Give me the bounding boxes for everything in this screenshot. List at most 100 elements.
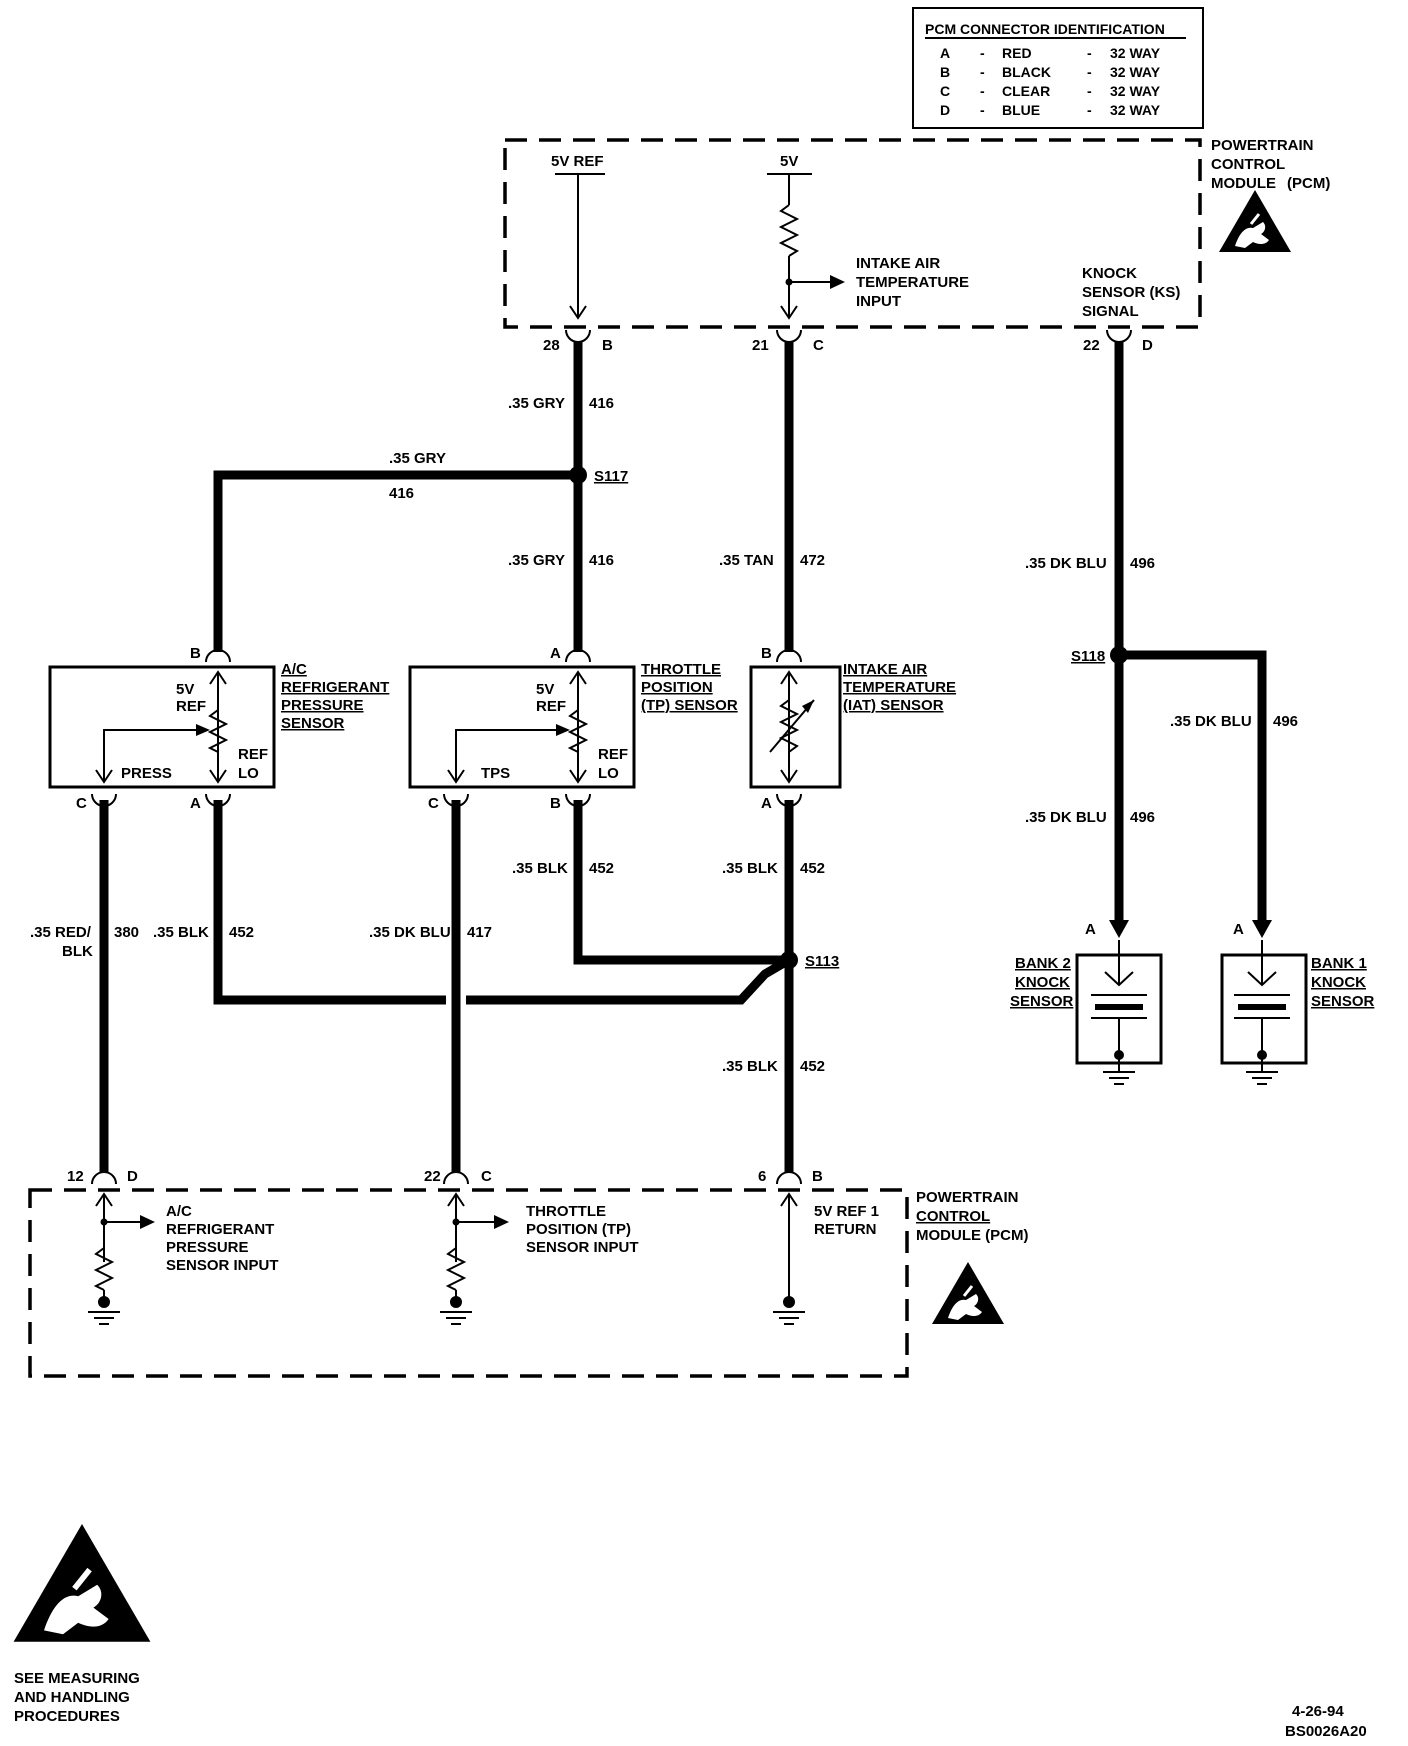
svg-text:.35 BLK: .35 BLK (722, 860, 778, 877)
tp-input-label-3: SENSOR INPUT (526, 1239, 639, 1256)
svg-text:22: 22 (1083, 337, 1100, 354)
pull-down-resistor-icon (93, 1247, 115, 1291)
pcm-top-label-1: POWERTRAIN (1211, 137, 1314, 154)
ac-pin-top: B (190, 645, 201, 662)
wire-label: .35 DK BLU 496 (1170, 713, 1298, 730)
svg-text:BLACK: BLACK (1002, 64, 1051, 80)
tp-5v-ref-1: 5V (536, 681, 554, 698)
svg-text:416: 416 (389, 485, 414, 502)
svg-text:416: 416 (589, 552, 614, 569)
svg-text:-: - (980, 45, 985, 61)
svg-text:.35 DK BLU: .35 DK BLU (1025, 809, 1107, 826)
ks-signal-label-3: SIGNAL (1082, 303, 1139, 320)
esd-note-line-1: SEE MEASURING (14, 1670, 140, 1687)
pcm-bottom-connector-pin: 22 C (424, 1168, 492, 1185)
arrow-down-icon (1252, 920, 1272, 938)
ks-signal-label-1: KNOCK (1082, 265, 1137, 282)
ground-icon (1102, 1071, 1136, 1085)
tp-ref-lo-2: LO (598, 765, 619, 782)
svg-text:.35 RED/: .35 RED/ (30, 924, 92, 941)
wire-label: .35 BLK 452 (153, 924, 254, 941)
arrow-right-icon (830, 275, 845, 289)
wire-label: .35 GRY 416 (389, 450, 446, 502)
ac-pin-left: C (76, 795, 87, 812)
ac-ref-lo-1: REF (238, 746, 268, 763)
pcm-top-label-3: MODULE (1211, 175, 1276, 192)
svg-text:C: C (940, 83, 950, 99)
tp-pin-right: B (550, 795, 561, 812)
svg-text:12: 12 (67, 1168, 84, 1185)
svg-text:C: C (481, 1168, 492, 1185)
ground-icon (1245, 1071, 1279, 1085)
svg-text:32 WAY: 32 WAY (1110, 102, 1161, 118)
svg-text:32 WAY: 32 WAY (1110, 83, 1161, 99)
svg-text:-: - (1087, 102, 1092, 118)
diagram-date: 4-26-94 (1292, 1703, 1344, 1720)
splice-s118: S118 (1071, 646, 1128, 665)
wire-label: .35 BLK 452 (722, 860, 825, 877)
svg-text:452: 452 (229, 924, 254, 941)
svg-text:-: - (1087, 64, 1092, 80)
pcm-bottom-label-1: POWERTRAIN (916, 1189, 1019, 1206)
svg-text:32 WAY: 32 WAY (1110, 64, 1161, 80)
svg-text:C: C (813, 337, 824, 354)
ac-sensor-name-2: REFRIGERANT (281, 679, 389, 696)
ac-press-label: PRESS (121, 765, 172, 782)
wire-416 (213, 342, 583, 652)
svg-text:.35 DK BLU: .35 DK BLU (1025, 555, 1107, 572)
connector-table-title: PCM CONNECTOR IDENTIFICATION (925, 21, 1165, 37)
ref-return-label-1: 5V REF 1 (814, 1203, 879, 1220)
svg-text:S118: S118 (1071, 648, 1105, 665)
wire-label: .35 TAN 472 (719, 552, 825, 569)
bank1-knock-sensor: A BANK 1 KNOCK SENSOR (1220, 920, 1375, 1085)
tp-tps-label: TPS (481, 765, 510, 782)
ac-refrigerant-pressure-sensor: B 5V REF PRESS REF LO C A A/C REFRIGERAN… (48, 645, 389, 812)
svg-text:.35 BLK: .35 BLK (722, 1058, 778, 1075)
pcm-5v-label: 5V (780, 153, 798, 170)
connector-table-row: D - BLUE - 32 WAY (940, 102, 1161, 118)
esd-warning-icon (1217, 188, 1293, 254)
ac-5v-ref-1: 5V (176, 681, 194, 698)
svg-text:RED: RED (1002, 45, 1032, 61)
svg-text:A: A (940, 45, 950, 61)
wire-452 (213, 800, 794, 1172)
svg-text:452: 452 (800, 860, 825, 877)
ac-input-label-4: SENSOR INPUT (166, 1257, 279, 1274)
connector-identification-table: PCM CONNECTOR IDENTIFICATION A - RED - 3… (912, 7, 1204, 129)
arrow-right-icon (140, 1215, 155, 1229)
tp-sensor-name-1: THROTTLE (641, 661, 721, 678)
svg-text:S113: S113 (805, 953, 839, 970)
arrow-down-icon (1109, 920, 1129, 938)
wire-label: .35 BLK 452 (722, 1058, 825, 1075)
svg-text:.35 BLK: .35 BLK (153, 924, 209, 941)
arrow-right-icon (494, 1215, 509, 1229)
pcm-bottom-connector-pin: 6 B (758, 1168, 823, 1185)
iat-sensor-name-1: INTAKE AIR (843, 661, 927, 678)
tp-input-label-1: THROTTLE (526, 1203, 606, 1220)
pull-down-resistor-icon (445, 1247, 467, 1291)
wire-label: .35 DK BLU 496 (1025, 555, 1155, 572)
ground-icon (439, 1311, 473, 1325)
tp-sensor-name-3: (TP) SENSOR (641, 697, 738, 714)
ac-sensor-name-1: A/C (281, 661, 307, 678)
ground-icon (772, 1311, 806, 1325)
connector-table-row: B - BLACK - 32 WAY (940, 64, 1161, 80)
svg-text:22: 22 (424, 1168, 441, 1185)
bank1-pin: A (1233, 921, 1244, 938)
diagram-code: BS0026A20 (1285, 1723, 1367, 1740)
bank2-name-1: BANK 2 (1015, 955, 1071, 972)
splice-s117: S117 (569, 466, 628, 485)
svg-text:S117: S117 (594, 468, 628, 485)
bank2-name-2: KNOCK (1015, 974, 1070, 991)
wire-label: .35 GRY 416 (508, 395, 614, 412)
throttle-position-sensor: A 5V REF TPS REF LO C B THROTTLE POSITIO… (408, 645, 738, 812)
splice-s113: S113 (780, 951, 839, 970)
bank1-name-1: BANK 1 (1311, 955, 1367, 972)
svg-text:BLK: BLK (62, 943, 93, 960)
wire-label: .35 RED/ BLK 380 (30, 924, 139, 960)
iat-sensor-name-2: TEMPERATURE (843, 679, 956, 696)
ac-sensor-name-3: PRESSURE (281, 697, 364, 714)
svg-text:B: B (812, 1168, 823, 1185)
esd-note-line-2: AND HANDLING (14, 1689, 130, 1706)
